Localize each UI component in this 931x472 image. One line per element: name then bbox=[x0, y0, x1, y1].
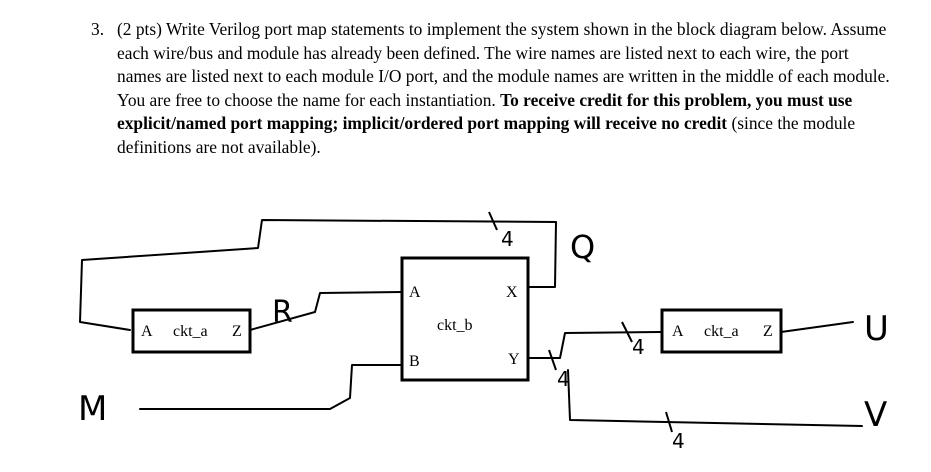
wire-label-m: M bbox=[78, 389, 107, 429]
bus-width-v: 4 bbox=[672, 429, 685, 453]
ckt-b-port-b: B bbox=[409, 353, 420, 370]
module-ckt-b bbox=[400, 256, 530, 382]
ckt-b-port-x: X bbox=[506, 284, 518, 301]
left-port-a: A bbox=[141, 323, 153, 340]
wire-m bbox=[139, 364, 403, 410]
question-text: (2 pts) Write Verilog port map statement… bbox=[117, 19, 890, 157]
wire-y bbox=[529, 331, 661, 359]
ckt-b-module-name: ckt_b bbox=[437, 317, 473, 334]
feedback-wire bbox=[79, 219, 557, 331]
right-port-z: Z bbox=[763, 323, 773, 340]
left-module-name: ckt_a bbox=[173, 323, 208, 340]
wire-label-v: V bbox=[864, 395, 887, 435]
wire-label-q: Q bbox=[570, 228, 595, 266]
bus-width-y: 4 bbox=[557, 367, 570, 391]
module-ckt-a-left bbox=[131, 308, 252, 354]
wire-label-u: U bbox=[864, 309, 889, 349]
right-port-a: A bbox=[672, 323, 684, 340]
ckt-b-port-y: Y bbox=[508, 351, 520, 368]
right-module-name: ckt_a bbox=[704, 323, 739, 340]
wire-v bbox=[567, 369, 863, 427]
question-block: 3. (2 pts) Write Verilog port map statem… bbox=[91, 18, 891, 159]
ckt-b-port-a: A bbox=[409, 284, 421, 301]
module-ckt-a-right bbox=[660, 308, 783, 354]
wire-label-r: R bbox=[272, 295, 293, 330]
wire-u bbox=[780, 321, 854, 333]
bus-width-q: 4 bbox=[632, 335, 645, 359]
wire-r bbox=[249, 291, 403, 331]
left-port-z: Z bbox=[232, 323, 242, 340]
bus-width-top: 4 bbox=[501, 227, 514, 251]
question-bold-requirement: To receive credit for this problem, you … bbox=[117, 89, 853, 134]
question-number: 3. bbox=[91, 19, 105, 39]
